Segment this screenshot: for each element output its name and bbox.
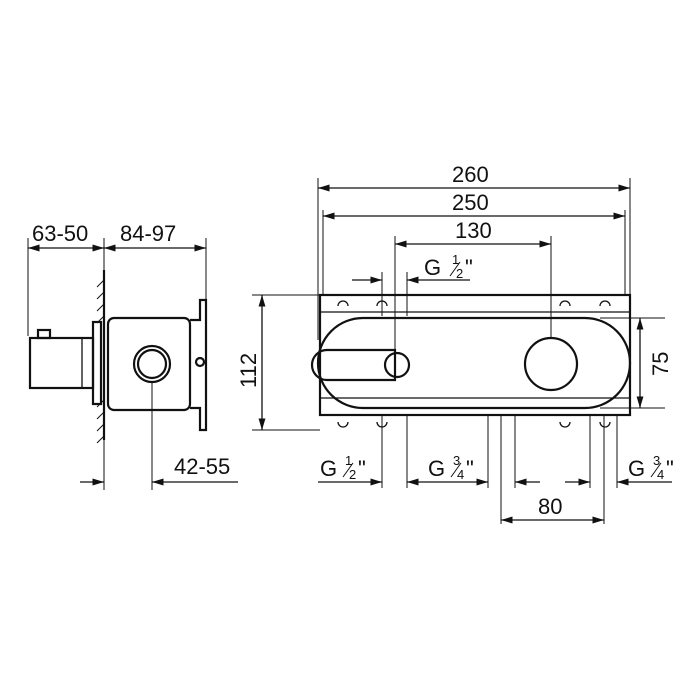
top-slots <box>337 300 611 307</box>
depth-back-label: 84-97 <box>120 221 176 246</box>
svg-text:": " <box>358 456 366 481</box>
lever-handle <box>310 348 397 382</box>
outlet-spacing-label: 130 <box>455 218 492 243</box>
svg-text:2: 2 <box>456 266 463 281</box>
height-cover-label: 75 <box>648 352 673 376</box>
svg-text:4: 4 <box>657 467 664 482</box>
inlet-spacing-label: 80 <box>538 494 562 519</box>
svg-text:2: 2 <box>349 467 356 482</box>
svg-text:G: G <box>428 456 445 481</box>
svg-text:": " <box>466 456 474 481</box>
bottom-port-left-label: G 1 2 " <box>320 453 366 482</box>
bottom-port-right-label: G 3 4 " <box>628 453 674 482</box>
bottom-slots <box>337 421 611 428</box>
height-total-label: 112 <box>236 353 261 388</box>
depth-front-label: 63-50 <box>32 221 88 246</box>
main-knob <box>523 336 579 392</box>
mounting-bracket <box>190 298 208 432</box>
svg-text:G: G <box>424 255 441 280</box>
bracket-screw <box>194 356 206 368</box>
front-view: 260 250 130 G 1 2 " 112 75 <box>236 162 674 524</box>
side-view: 63-50 84-97 42-55 <box>27 221 238 490</box>
depth-bottom-label: 42-55 <box>174 454 230 479</box>
top-port-label: G 1 2 " <box>424 252 473 281</box>
mounting-plate <box>318 293 632 417</box>
svg-text:1: 1 <box>452 252 459 267</box>
plate-width-label: 250 <box>452 190 489 215</box>
svg-text:": " <box>666 456 674 481</box>
valve-circle-outer <box>132 344 172 384</box>
svg-text:G: G <box>320 456 337 481</box>
overall-width-label: 260 <box>452 162 489 187</box>
trim-flange <box>91 320 103 406</box>
handle-tip <box>36 328 52 340</box>
svg-text:G: G <box>628 456 645 481</box>
svg-text:": " <box>465 255 473 280</box>
valve-body <box>106 316 192 412</box>
handle-body <box>28 336 95 390</box>
cover-plate <box>316 316 632 410</box>
lever-knob <box>383 351 411 379</box>
bottom-port-mid-label: G 3 4 " <box>428 453 474 482</box>
svg-text:1: 1 <box>345 453 352 468</box>
svg-text:4: 4 <box>457 467 464 482</box>
svg-text:3: 3 <box>453 453 460 468</box>
valve-circle-inner <box>136 348 168 380</box>
svg-text:3: 3 <box>653 453 660 468</box>
